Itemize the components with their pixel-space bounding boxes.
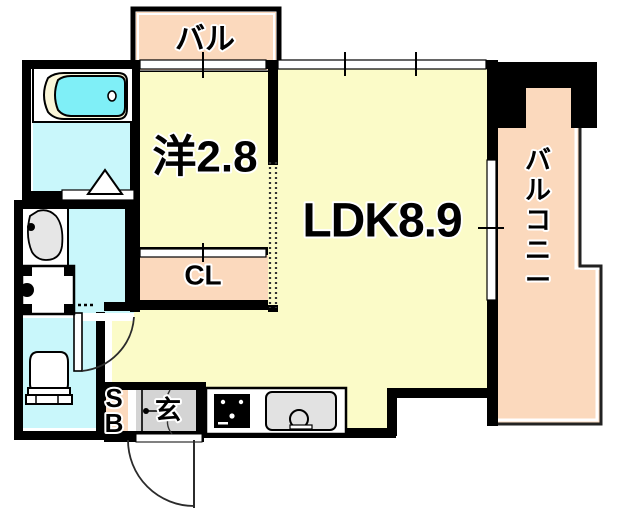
north-window-ldk <box>277 59 487 70</box>
washer-pan-drain <box>20 283 34 297</box>
entrance-door-arc <box>127 439 195 507</box>
wall-west-lower <box>14 200 23 440</box>
east-window-ldk <box>486 159 497 301</box>
wall-room-east-upper <box>268 60 278 170</box>
kitchen-counter-group <box>204 386 348 436</box>
wall-bath-top <box>22 60 140 69</box>
kitchen-faucet <box>289 424 313 430</box>
western-room-floor <box>138 72 268 262</box>
room-label-entrance: 玄 <box>155 395 181 425</box>
room-label-closet: CL <box>184 259 221 290</box>
stove-burner-2 <box>238 399 244 405</box>
entrance-pointer-dot <box>143 408 149 414</box>
balcony-east-rail-outer <box>488 78 603 426</box>
wash-basin-tap <box>27 223 35 231</box>
wall-entrance-top <box>104 382 206 390</box>
washer-pan-c3 <box>22 304 32 314</box>
bath-tub-icon <box>32 67 134 123</box>
stove-burner-1 <box>220 399 226 405</box>
wall-washroom-right <box>125 200 134 310</box>
wall-hall-left <box>104 302 134 311</box>
balcony-east-char-2: コ <box>525 205 551 235</box>
shoe-box-char-1: B <box>105 408 124 438</box>
balcony-east-area <box>488 78 603 426</box>
hall-door-leaf <box>73 312 83 372</box>
washing-machine-pan-icon <box>20 264 76 316</box>
toilet-icon <box>25 351 73 405</box>
room-label-balcony-east: バ ル コ ニ ー <box>523 143 553 297</box>
toilet-bowl <box>29 351 69 393</box>
room-label-ldk: LDK8.9 <box>302 195 461 248</box>
balcony-east-char-1: ル <box>525 175 551 205</box>
washer-pan-c4 <box>64 304 74 314</box>
balcony-east-char-3: ニ <box>525 235 551 265</box>
bath-tub-drain <box>107 90 117 102</box>
toilet-tank <box>25 394 73 405</box>
entrance-tile-edge <box>165 389 173 435</box>
balcony-east-char-0: バ <box>525 145 551 175</box>
room-label-shoe-box: S B <box>103 381 126 440</box>
balcony-east-floor <box>490 82 600 424</box>
interior-floor-group <box>112 68 492 428</box>
shoe-box-char-0: S <box>105 383 122 413</box>
wall-ldk-east-a <box>487 60 498 130</box>
stove-burner-3 <box>229 413 235 419</box>
wall-sb-west <box>96 382 106 440</box>
wash-basin-bowl <box>27 209 64 261</box>
wall-ldk-step-riser <box>387 388 397 436</box>
hall-door-frame <box>76 313 134 321</box>
washer-pan-c1 <box>22 266 32 276</box>
toilet-seat-edge <box>27 387 71 396</box>
bath-door-fold <box>86 168 124 195</box>
shoe-box-divider <box>128 386 136 440</box>
wall-toilet-right <box>96 312 105 432</box>
wall-washroom-top <box>14 200 134 209</box>
balcony-east-rail-inner <box>492 82 599 422</box>
structural-block-notch <box>526 88 571 130</box>
partition-gap <box>268 165 278 305</box>
openings-group <box>60 52 504 508</box>
hall-floor <box>112 300 272 390</box>
balcony-east-char-4: ー <box>525 265 551 295</box>
wash-basin-icon <box>21 207 69 267</box>
wall-west-upper <box>22 60 31 200</box>
wall-room-west <box>130 60 140 312</box>
ldk-floor <box>200 68 492 428</box>
room-label-balcony-north: バル <box>175 23 235 56</box>
stove-grill <box>218 422 228 425</box>
room-label-western: 洋2.8 <box>152 133 257 182</box>
entrance-door-frame <box>135 433 203 443</box>
hall-door-arc <box>81 316 135 372</box>
wall-ldk-south-step <box>387 388 497 398</box>
bath-tub-basin <box>54 75 126 117</box>
washer-pan-c2 <box>64 266 74 276</box>
wall-entrance-west <box>196 382 206 436</box>
wall-closet-bottom <box>130 300 278 310</box>
